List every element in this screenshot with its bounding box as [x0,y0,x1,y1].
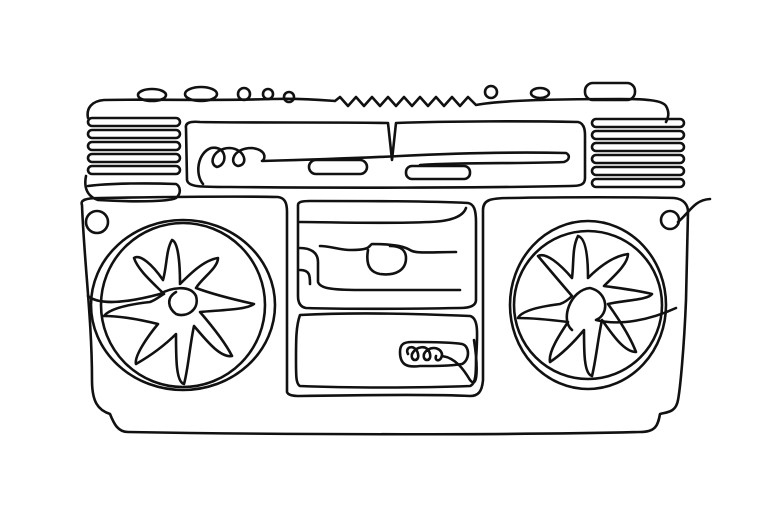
boombox-body [80,195,712,436]
radio-tuner-panel [184,120,587,189]
left-speaker-grille [84,116,182,203]
boombox-top-edge [86,81,670,124]
cassette-deck [294,199,479,389]
right-speaker-grille [590,117,686,189]
left-speaker [86,218,277,392]
right-speaker [508,219,678,391]
